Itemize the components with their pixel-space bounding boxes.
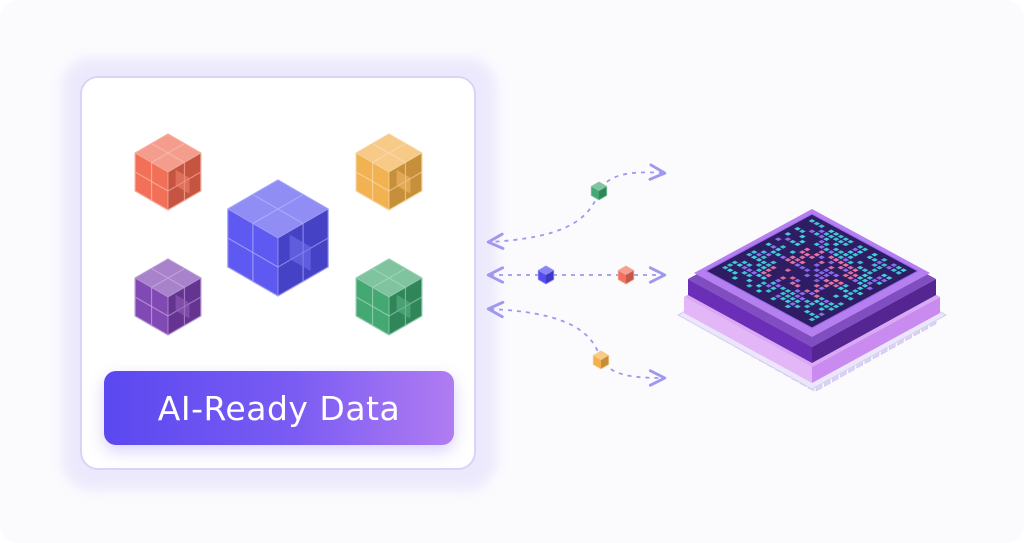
yellow-cube-icon (355, 133, 423, 211)
green-cube-icon (355, 258, 423, 336)
ai-chip-icon (677, 209, 947, 392)
banner-label: AI-Ready Data (157, 388, 401, 428)
blue-cube-icon (227, 179, 329, 297)
small-blue-cube-icon (537, 265, 555, 285)
purple-cube-icon (134, 258, 202, 336)
ai-ready-data-banner: AI-Ready Data (104, 371, 454, 445)
orange-cube-icon (134, 133, 202, 211)
small-orange-cube-icon (592, 350, 610, 370)
small-red-cube-icon (617, 265, 635, 285)
connector-top (486, 163, 667, 250)
connector-bottom (486, 300, 667, 387)
small-green-cube-icon (590, 181, 608, 201)
